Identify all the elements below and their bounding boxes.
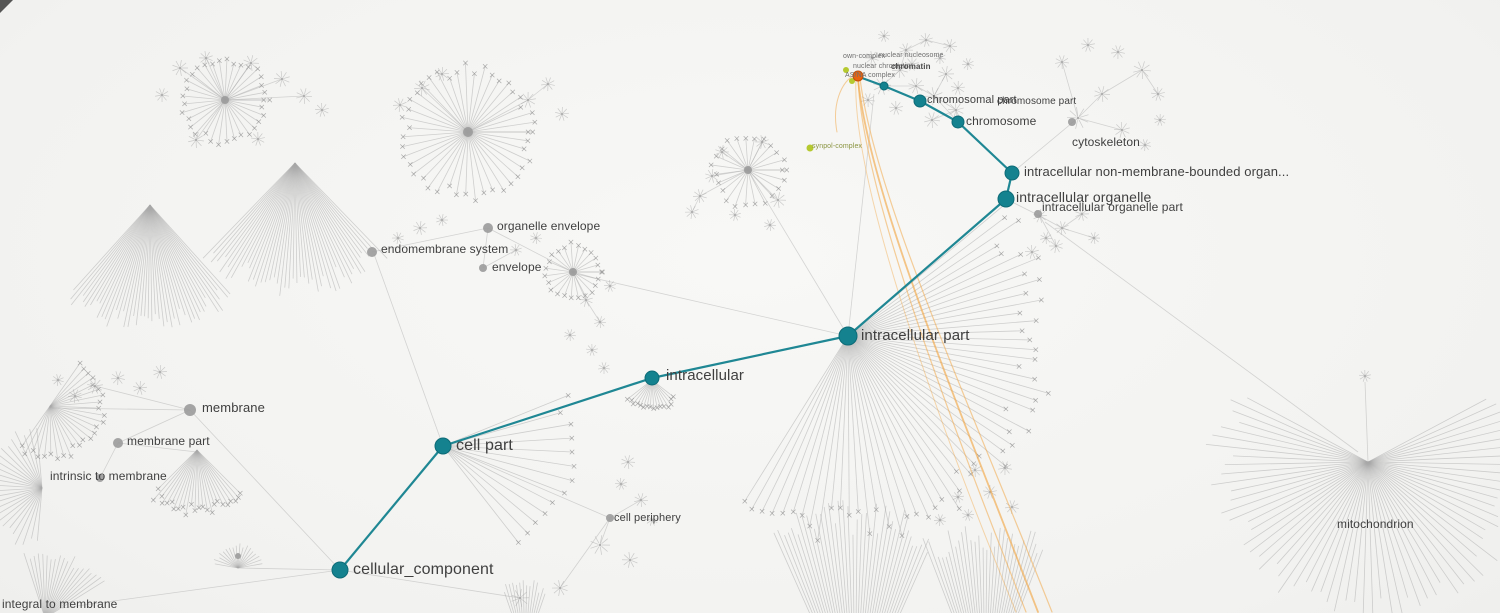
- term-node-gray[interactable]: [184, 404, 196, 416]
- node-label-own-complex[interactable]: own-complex: [843, 53, 886, 60]
- term-node-gray[interactable]: [606, 514, 614, 522]
- node-label-mitochondrion[interactable]: mitochondrion: [1337, 517, 1414, 531]
- node-label-cell-periphery[interactable]: cell periphery: [614, 512, 681, 524]
- enriched-term-node[interactable]: [849, 78, 855, 84]
- node-label-envelope[interactable]: envelope: [492, 260, 542, 274]
- node-label-cell-part[interactable]: cell part: [456, 437, 513, 454]
- term-node-highlighted[interactable]: [838, 326, 858, 346]
- enriched-term-node[interactable]: [806, 144, 814, 152]
- node-label-intracellular[interactable]: intracellular: [666, 367, 744, 384]
- node-label-chromosome-part[interactable]: chromosome part: [997, 96, 1077, 107]
- node-label-integral-to-membrane[interactable]: integral to membrane: [2, 597, 118, 611]
- term-node-highlighted[interactable]: [434, 437, 452, 455]
- node-label-synpol-complex[interactable]: synpol-complex: [812, 143, 863, 150]
- term-node-gray[interactable]: [1068, 118, 1076, 126]
- highlighted-path: [339, 76, 1014, 571]
- node-label-intracellular-organelle-part[interactable]: intracellular organelle part: [1042, 200, 1183, 214]
- term-node-gray[interactable]: [463, 127, 473, 137]
- node-label-intracellular-non-membrane-bounded-organelle[interactable]: intracellular non-membrane-bounded organ…: [1024, 164, 1290, 179]
- fan-clusters: [0, 56, 1500, 613]
- node-label-nuclear-nucleosome[interactable]: nuclear nucleosome: [879, 52, 944, 59]
- term-node-gray[interactable]: [479, 264, 487, 272]
- term-node-gray[interactable]: [367, 247, 377, 257]
- enriched-term-node[interactable]: [843, 67, 849, 73]
- term-node-gray[interactable]: [1034, 210, 1042, 218]
- term-nodes[interactable]: [96, 67, 1076, 579]
- leaf-term-bursts: [51, 29, 1371, 607]
- node-label-intracellular-part[interactable]: intracellular part: [861, 327, 970, 344]
- term-node-highlighted[interactable]: [644, 370, 660, 386]
- term-node-highlighted[interactable]: [913, 94, 927, 108]
- node-label-chromosome[interactable]: chromosome: [966, 114, 1037, 128]
- node-label-cellular-component[interactable]: cellular_component: [353, 561, 494, 578]
- term-node-highlighted[interactable]: [1004, 165, 1020, 181]
- node-label-cytoskeleton[interactable]: cytoskeleton: [1072, 135, 1140, 149]
- term-node-gray[interactable]: [235, 553, 241, 559]
- term-node-highlighted[interactable]: [997, 190, 1015, 208]
- node-label-endomembrane-system[interactable]: endomembrane system: [381, 242, 509, 256]
- node-label-membrane-part[interactable]: membrane part: [127, 434, 210, 448]
- tree-edges: [51, 39, 1369, 609]
- node-label-organelle-envelope[interactable]: organelle envelope: [497, 219, 601, 233]
- node-label-intracellular-organelle[interactable]: intracellular organelle: [1016, 189, 1152, 205]
- term-node-gray[interactable]: [96, 474, 104, 482]
- term-node-highlighted[interactable]: [879, 81, 889, 91]
- selected-term-node[interactable]: [852, 70, 864, 82]
- term-node-gray[interactable]: [221, 96, 229, 104]
- node-label-chromatin[interactable]: chromatin: [891, 62, 931, 71]
- node-label-chromosomal-part[interactable]: chromosomal part: [927, 94, 1017, 106]
- term-node-gray[interactable]: [569, 268, 577, 276]
- enrichment-flow-edges: [835, 73, 1053, 613]
- term-node-highlighted[interactable]: [951, 115, 965, 129]
- term-node-gray[interactable]: [744, 166, 752, 174]
- node-label-membrane[interactable]: membrane: [202, 400, 265, 415]
- node-label-asna-complex[interactable]: AS/NA complex: [845, 72, 895, 79]
- node-label-intrinsic-to-membrane[interactable]: intrinsic to membrane: [50, 469, 167, 483]
- term-node-gray[interactable]: [113, 438, 123, 448]
- term-node-gray[interactable]: [483, 223, 493, 233]
- term-node-highlighted[interactable]: [331, 561, 349, 579]
- corner-mark: [0, 0, 13, 13]
- node-label-nuclear-chromatin[interactable]: nuclear chromatin: [853, 63, 911, 70]
